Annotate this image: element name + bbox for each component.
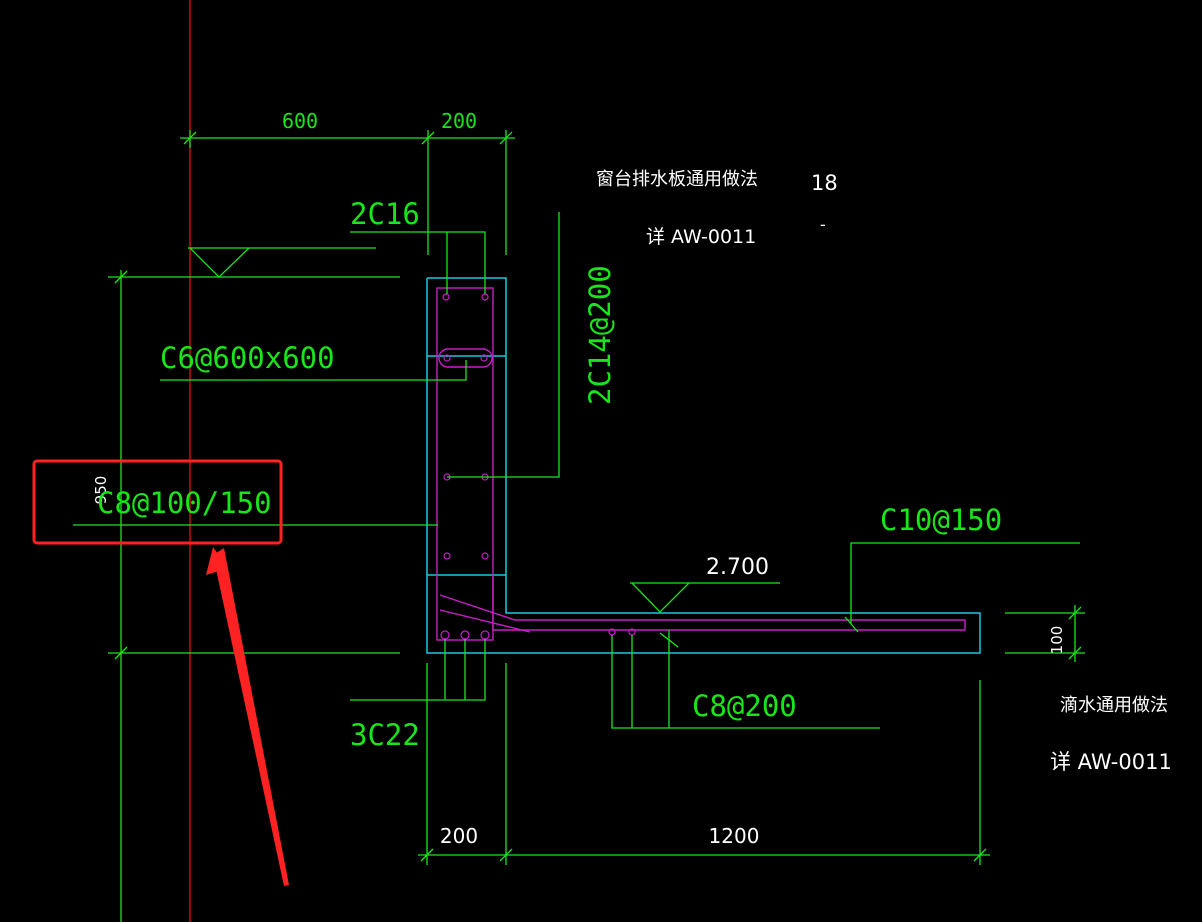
dim-200-top-label: 200: [441, 109, 477, 133]
label-c8-200: C8@200: [692, 689, 797, 723]
label-c10-150: C10@150: [880, 503, 1002, 537]
top-dimension: 600 200: [180, 109, 515, 255]
note-dash: -: [820, 215, 826, 234]
rebar-cage: [436, 287, 966, 641]
note-window-sill-title: 窗台排水板通用做法: [596, 169, 758, 190]
note-drip-ref: 详 AW-0011: [1050, 750, 1172, 774]
highlight-arrow-shaft: [213, 548, 289, 886]
dim-100-label: 100: [1048, 626, 1066, 655]
highlight-arrow-head: [206, 547, 228, 575]
dim-1200-label: 1200: [709, 824, 760, 848]
label-c6-600x600: C6@600x600: [160, 341, 335, 375]
label-3c22: 3C22: [350, 718, 420, 752]
highlight-box: [32, 459, 283, 545]
elevation-marker-2700: [630, 582, 780, 613]
label-2c14-200: 2C14@200: [583, 265, 617, 405]
label-elevation-2700: 2.700: [706, 555, 769, 580]
bottom-dimension: 200 1200: [418, 663, 990, 865]
elevation-marker-top: [188, 247, 376, 278]
leader-lines: [73, 212, 1080, 729]
dim-950-label: 950: [92, 476, 110, 505]
right-dimension: 100: [1005, 605, 1085, 662]
dim-200-bottom-label: 200: [440, 824, 478, 848]
left-dimension: 950: [92, 270, 400, 922]
note-drip-title: 滴水通用做法: [1060, 695, 1168, 716]
highlight-annotation: [32, 459, 289, 886]
label-c8-100-150: C8@100/150: [97, 486, 272, 520]
note-number-18: 18: [811, 171, 838, 195]
label-2c16: 2C16: [350, 197, 420, 231]
dim-600-label: 600: [282, 109, 318, 133]
note-window-sill-ref: 详 AW-0011: [646, 226, 756, 248]
